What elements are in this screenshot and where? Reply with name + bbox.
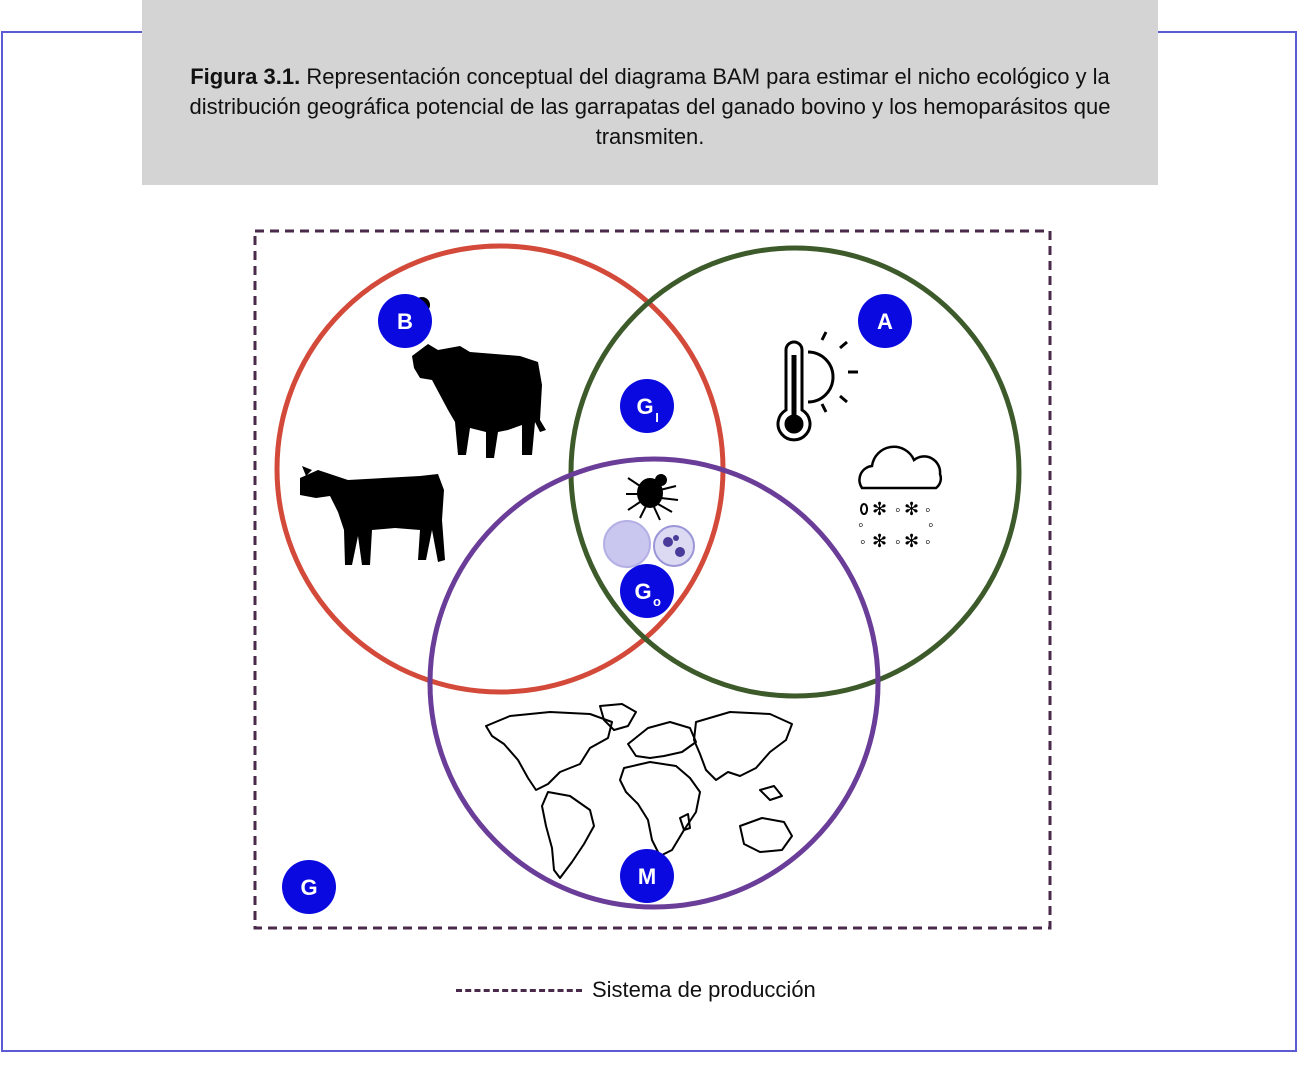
production-system-box xyxy=(253,229,1052,930)
badge-B: B xyxy=(378,294,432,348)
circle-biotic-B xyxy=(274,243,726,695)
badge-M: M xyxy=(620,849,674,903)
svg-text:◦: ◦ xyxy=(858,517,864,534)
badge-A-label: A xyxy=(877,309,893,334)
badge-Gi: G I xyxy=(620,379,674,433)
legend-label: Sistema de producción xyxy=(592,977,816,1002)
badge-G-label: G xyxy=(300,875,317,900)
badge-A: A xyxy=(858,294,912,348)
world-map-icon xyxy=(485,703,793,879)
thermometer-sun-icon xyxy=(776,331,858,442)
figure-caption: Figura 3.1. Representación conceptual de… xyxy=(142,62,1158,152)
badge-Gi-label: G xyxy=(636,394,653,419)
badge-Go-subscript: o xyxy=(653,594,661,609)
svg-text:✻: ✻ xyxy=(904,531,919,551)
caption-box xyxy=(142,0,1158,185)
svg-text:◦: ◦ xyxy=(895,502,901,519)
svg-text:✻: ✻ xyxy=(872,531,887,551)
svg-text:✻: ✻ xyxy=(872,499,887,519)
parasite-cell-icon xyxy=(603,520,695,568)
circle-abiotic-A xyxy=(568,245,1022,699)
circle-movement-M xyxy=(427,456,881,910)
legend: Sistema de producción xyxy=(456,975,816,1005)
svg-text:✻: ✻ xyxy=(904,499,919,519)
badge-G: G xyxy=(282,860,336,914)
cloud-rain-snow-icon: ✻ ◦ ✻ ◦ ◦ ◦ ◦ ✻ ◦ ✻ ◦ xyxy=(858,445,943,551)
tick-icon xyxy=(626,474,679,521)
badge-Go: G o xyxy=(620,564,674,618)
svg-text:◦: ◦ xyxy=(860,534,866,551)
svg-text:◦: ◦ xyxy=(895,534,901,551)
badge-B-label: B xyxy=(397,309,413,334)
caption-text: Representación conceptual del diagrama B… xyxy=(189,64,1111,149)
svg-text:◦: ◦ xyxy=(925,534,931,551)
svg-text:◦: ◦ xyxy=(925,502,931,519)
badge-M-label: M xyxy=(638,864,656,889)
legend-dashed-line xyxy=(456,988,582,992)
badge-Go-label: G xyxy=(634,579,651,604)
zebu-icon xyxy=(412,297,546,458)
svg-text:◦: ◦ xyxy=(928,517,934,534)
cow-icon xyxy=(300,466,445,565)
badge-Gi-subscript: I xyxy=(655,410,659,425)
caption-label: Figura 3.1. xyxy=(190,64,301,89)
